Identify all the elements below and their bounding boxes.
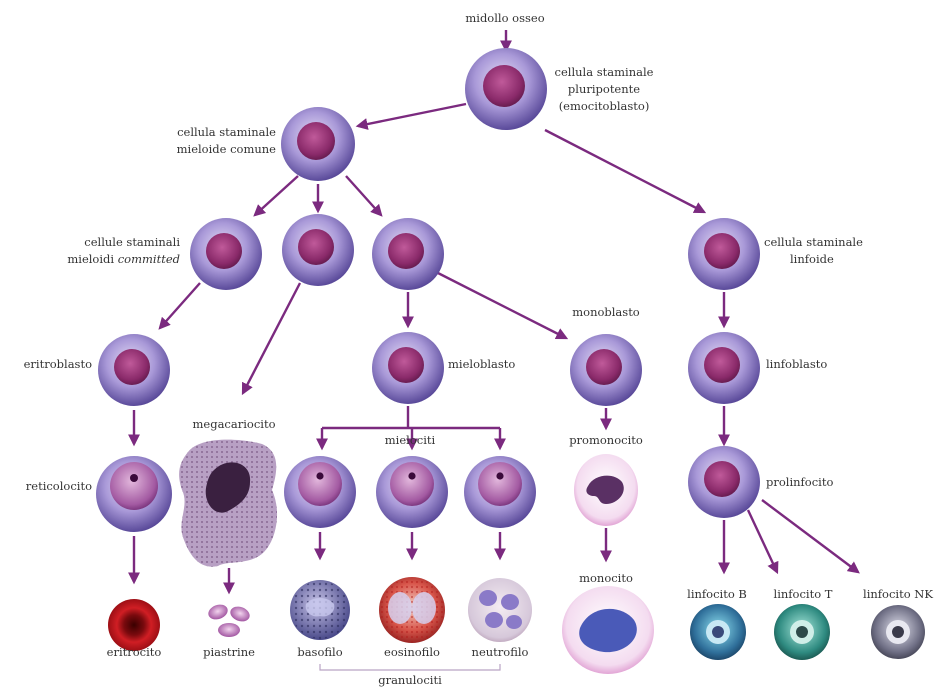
myeloblast-cell xyxy=(372,332,444,404)
erythrocyte-cell xyxy=(108,599,160,651)
label-monoblast: monoblasto xyxy=(572,305,640,319)
myelocyte-2 xyxy=(376,456,448,528)
stem-cell-lymphoid xyxy=(688,218,760,290)
reticulocyte-cell xyxy=(96,456,172,532)
label-lymphoid-line2: linfoide xyxy=(790,252,834,266)
committed-progenitor-3 xyxy=(372,218,444,290)
label-myeloid-line2: mieloide comune xyxy=(177,142,277,156)
promonocyte-cell xyxy=(574,454,638,526)
committed-progenitor-2 xyxy=(282,214,354,286)
myelocyte-3 xyxy=(464,456,536,528)
label-pluripotent-line2: pluripotente xyxy=(568,82,640,96)
prolymphocyte-cell xyxy=(688,446,760,518)
label-platelets: piastrine xyxy=(203,645,255,659)
lymphocyte-t-cell xyxy=(774,604,830,660)
stem-cell-pluripotent xyxy=(465,48,547,130)
monocyte-cell xyxy=(562,586,654,674)
neutrophil-cell xyxy=(468,578,532,642)
label-promonocyte: promonocito xyxy=(569,433,643,447)
stem-cell-myeloid-common xyxy=(281,107,355,181)
label-neutrophil: neutrofilo xyxy=(472,645,529,659)
label-lymphocyte-nk: linfocito NK xyxy=(863,587,933,601)
platelets-cluster xyxy=(206,602,252,637)
label-myeloid-line1: cellula staminale xyxy=(177,125,276,139)
label-granulocytes: granulociti xyxy=(378,673,442,687)
label-monocyte: monocito xyxy=(579,571,633,585)
lymphocyte-b-cell xyxy=(690,604,746,660)
label-committed-line2: mieloidi committed xyxy=(67,252,180,266)
label-committed-word: mieloidi xyxy=(67,252,117,266)
eosinophil-cell xyxy=(379,577,445,643)
label-pluripotent-line3: (emocitoblasto) xyxy=(559,99,650,113)
label-lymphoid-line1: cellula staminale xyxy=(764,235,863,249)
label-eosinophil: eosinofilo xyxy=(384,645,440,659)
label-prolymphocyte: prolinfocito xyxy=(766,475,833,489)
erythroblast-cell xyxy=(98,334,170,406)
lymphocyte-nk-cell xyxy=(871,605,925,659)
label-pluripotent-line1: cellula staminale xyxy=(555,65,654,79)
label-megakaryocyte: megacariocito xyxy=(193,417,276,431)
monoblast-cell xyxy=(570,334,642,406)
label-erythrocyte: eritrocito xyxy=(107,645,162,659)
label-erythroblast: eritroblasto xyxy=(24,357,92,371)
label-committed-line1: cellule staminali xyxy=(84,235,180,249)
committed-progenitor-1 xyxy=(190,218,262,290)
label-committed-italic: committed xyxy=(118,252,180,266)
lymphoblast-cell xyxy=(688,332,760,404)
megakaryocyte-cell xyxy=(179,440,277,567)
label-lymphocyte-b: linfocito B xyxy=(687,587,747,601)
label-bone-marrow: midollo osseo xyxy=(465,11,544,25)
myelocyte-1 xyxy=(284,456,356,528)
label-lymphoblast: linfoblasto xyxy=(766,357,827,371)
label-basophil: basofilo xyxy=(297,645,342,659)
label-myelocytes: mielociti xyxy=(385,433,436,447)
label-reticulocyte: reticolocito xyxy=(26,479,92,493)
label-myeloblast: mieloblasto xyxy=(448,357,515,371)
basophil-cell xyxy=(290,580,350,640)
label-lymphocyte-t: linfocito T xyxy=(774,587,833,601)
